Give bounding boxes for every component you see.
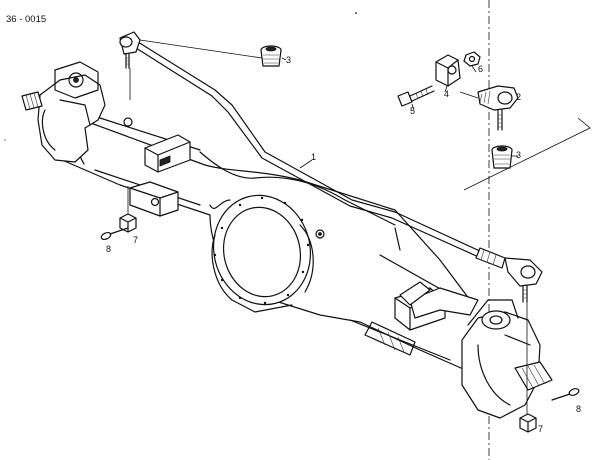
clamp-nut xyxy=(463,51,481,67)
callout-split-pin-left: 8 xyxy=(106,244,111,254)
spring-seat-lower-left xyxy=(129,181,179,217)
section-reference-line xyxy=(463,117,591,191)
callout-clamp-bolt: 5 xyxy=(410,106,415,116)
callout-nut-left: 7 xyxy=(133,235,138,245)
drawing-code: 36 - 0015 xyxy=(6,14,46,25)
callout-boot-right: 3 xyxy=(516,150,521,160)
stray-mark xyxy=(4,139,6,141)
tie-rod-clamp xyxy=(435,54,461,87)
callout-clamp-nut: 6 xyxy=(478,64,483,74)
tie-rod-end-right-lower xyxy=(504,257,543,303)
callout-clamp: 4 xyxy=(444,89,449,99)
spring-seat-left xyxy=(144,134,191,173)
split-pin-right xyxy=(551,388,580,401)
right-steering-knuckle xyxy=(399,281,553,419)
tie-rod-end-left xyxy=(119,31,141,69)
callout-nut-right: 7 xyxy=(538,424,543,434)
stray-mark xyxy=(355,12,357,14)
callout-split-pin-right: 8 xyxy=(576,404,581,414)
callout-tie-rod: 1 xyxy=(311,152,316,162)
tie-rod xyxy=(135,41,506,269)
ball-joint-part xyxy=(477,85,519,131)
split-pin-left xyxy=(100,227,129,241)
callout-ball-joint: 2 xyxy=(516,92,521,102)
dust-boot-right xyxy=(491,145,513,169)
dust-boot-top xyxy=(260,45,282,67)
callout-boot-top: 3 xyxy=(286,55,291,65)
differential-cover xyxy=(211,194,325,313)
leader-lines xyxy=(127,39,528,414)
left-steering-knuckle xyxy=(21,61,133,163)
clamp-bolt xyxy=(397,85,435,107)
castle-nut-right xyxy=(519,413,537,433)
